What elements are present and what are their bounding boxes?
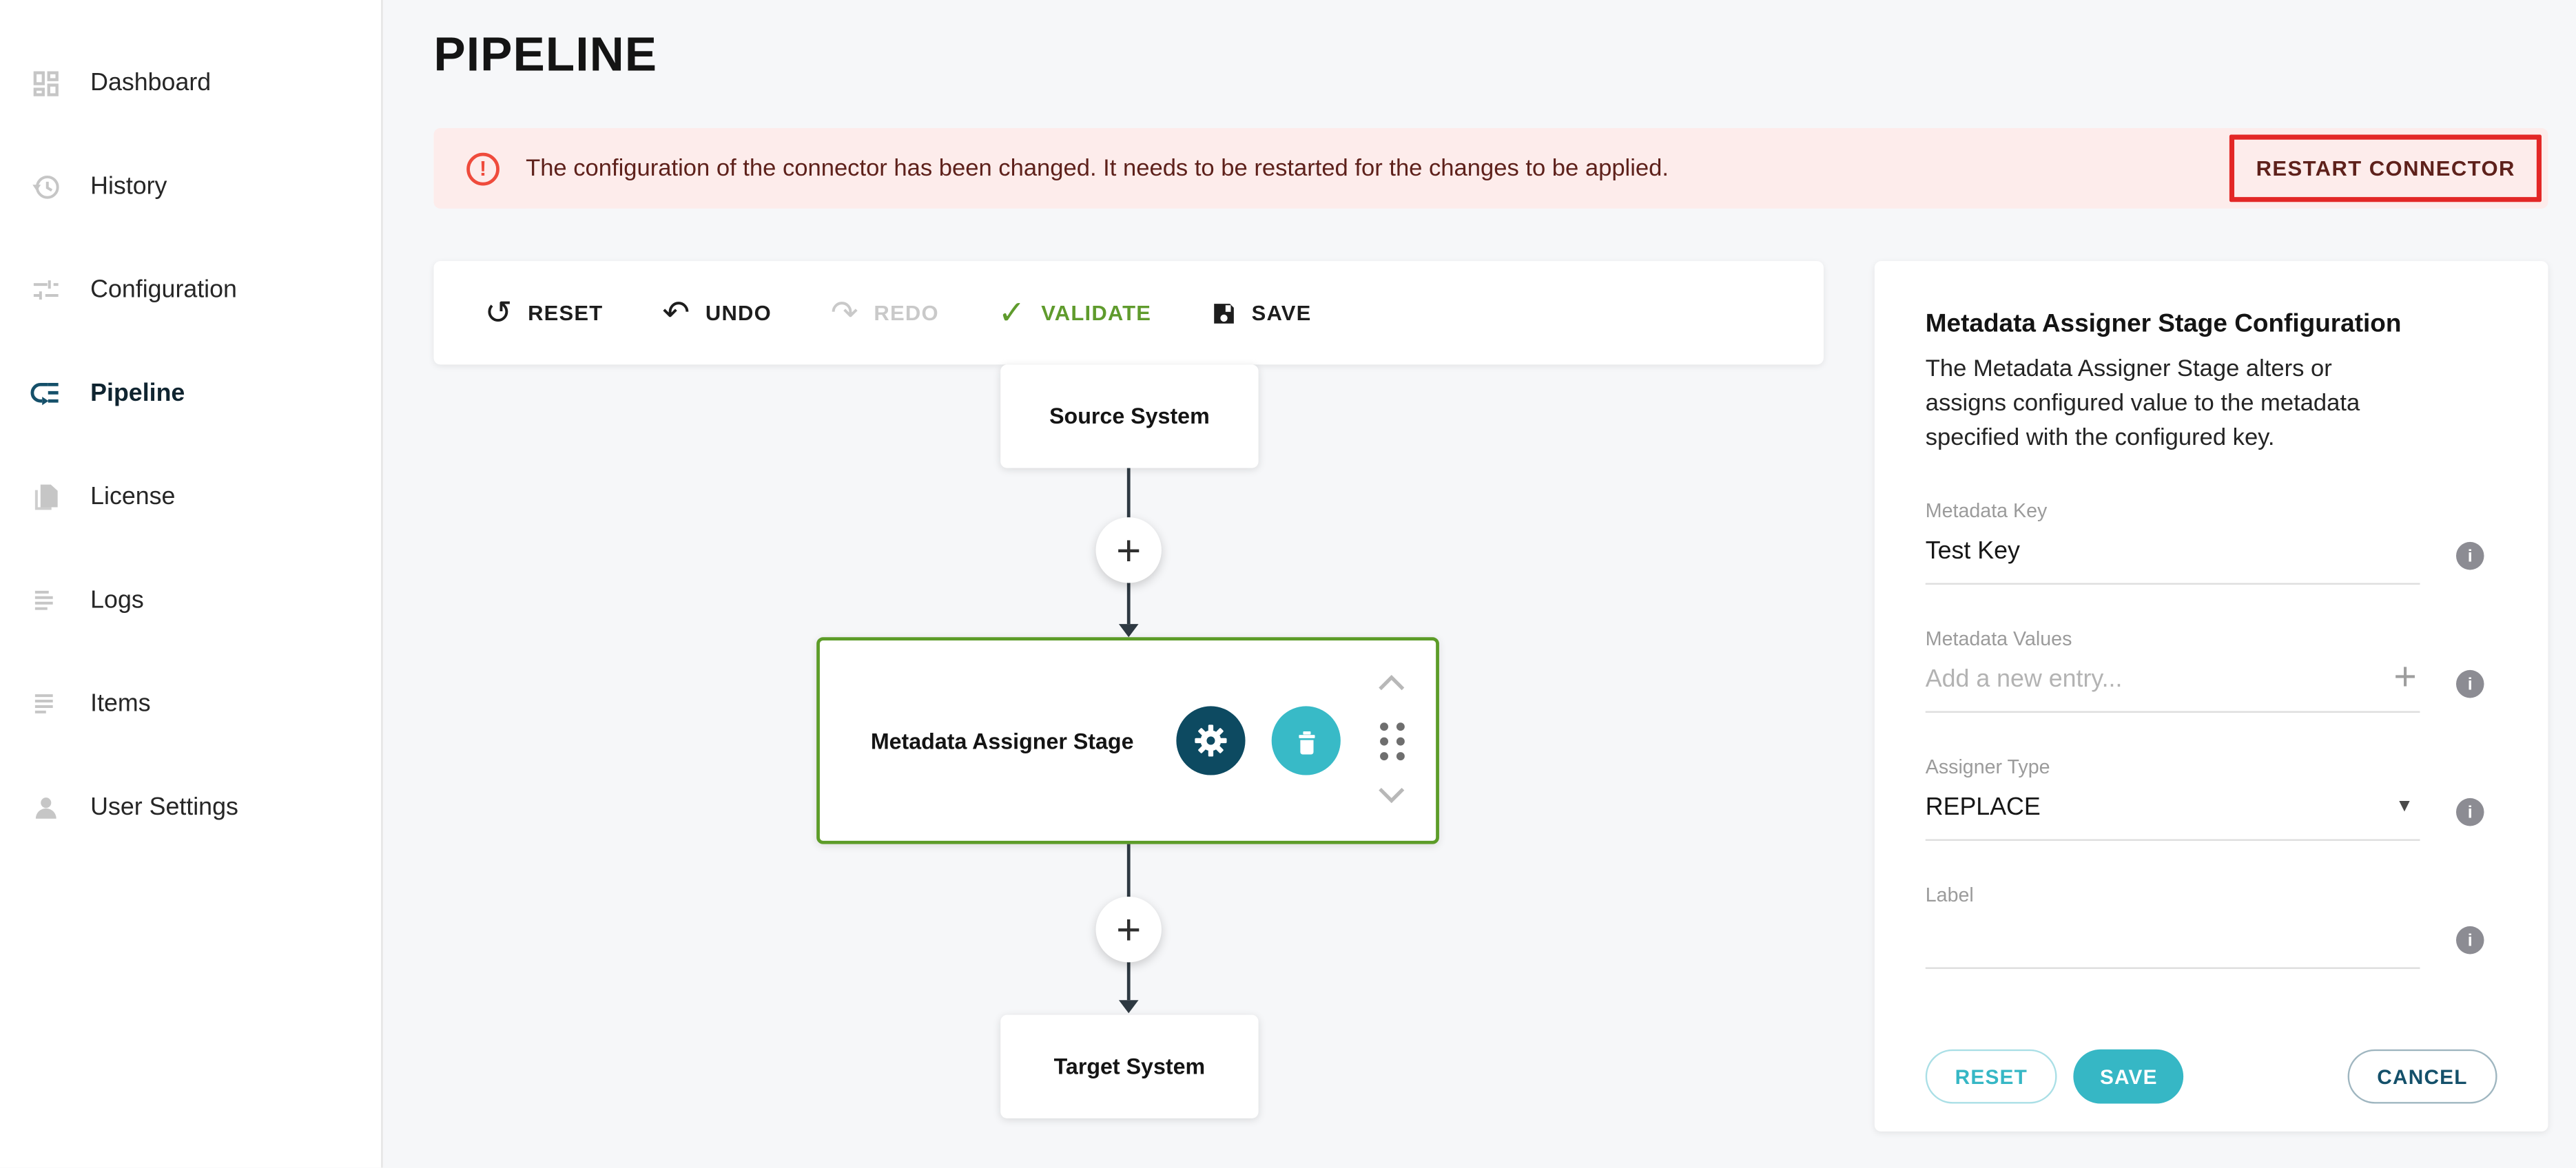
- assigner-type-field: Assigner Type REPLACE ▼ i: [1925, 755, 2497, 841]
- metadata-key-field: Metadata Key Test Key i: [1925, 499, 2497, 585]
- validate-button[interactable]: ✓ VALIDATE: [998, 296, 1152, 329]
- panel-title: Metadata Assigner Stage Configuration: [1925, 310, 2402, 339]
- sidebar-item-label: Dashboard: [90, 69, 212, 97]
- label-field: Label i: [1925, 883, 2497, 969]
- sidebar-item-label: Configuration: [90, 275, 237, 304]
- undo-icon: ↶: [662, 295, 691, 331]
- panel-description: The Metadata Assigner Stage alters or as…: [1925, 356, 2360, 452]
- info-icon[interactable]: i: [2455, 669, 2484, 698]
- label-field-label: Label: [1925, 883, 1974, 907]
- trash-icon: [1290, 725, 1321, 756]
- license-icon: [30, 480, 63, 513]
- sidebar-item-label: License: [90, 483, 176, 511]
- restart-alert-banner: ! The configuration of the connector has…: [433, 127, 2548, 209]
- plus-icon: +: [1116, 524, 1142, 574]
- add-stage-button-bottom[interactable]: +: [1095, 896, 1162, 963]
- metadata-key-value: Test Key: [1925, 536, 2020, 565]
- items-icon: [30, 687, 63, 720]
- stage-label: Metadata Assigner Stage: [870, 728, 1134, 753]
- user-icon: [30, 791, 63, 824]
- add-stage-button-top[interactable]: +: [1095, 517, 1162, 583]
- validate-label: VALIDATE: [1041, 300, 1152, 326]
- panel-reset-button[interactable]: RESET: [1925, 1049, 2057, 1104]
- sidebar-item-pipeline[interactable]: Pipeline: [0, 342, 381, 445]
- sidebar-item-logs[interactable]: Logs: [0, 548, 381, 651]
- info-icon[interactable]: i: [2455, 797, 2484, 826]
- assigner-type-value: REPLACE: [1925, 792, 2041, 821]
- redo-label: REDO: [874, 300, 939, 326]
- redo-icon: ↷: [830, 295, 859, 331]
- sidebar-item-configuration[interactable]: Configuration: [0, 238, 381, 342]
- reset-label: RESET: [528, 300, 604, 326]
- sidebar-item-label: Pipeline: [90, 379, 185, 408]
- dashboard-icon: [30, 67, 63, 100]
- sidebar-item-user-settings[interactable]: User Settings: [0, 755, 381, 859]
- alert-message: The configuration of the connector has b…: [526, 155, 1669, 182]
- check-icon: ✓: [998, 295, 1027, 331]
- alert-exclamation-icon: !: [466, 152, 499, 185]
- undo-button[interactable]: ↶ UNDO: [662, 296, 772, 329]
- assigner-type-label: Assigner Type: [1925, 755, 2050, 779]
- reset-button[interactable]: ↺ RESET: [484, 296, 603, 329]
- arrowhead-icon: [1118, 1000, 1139, 1014]
- sidebar-item-items[interactable]: Items: [0, 652, 381, 755]
- chevron-down-icon[interactable]: [1377, 782, 1406, 811]
- sidebar-item-label: User Settings: [90, 793, 238, 822]
- sidebar-item-history[interactable]: History: [0, 135, 381, 238]
- restart-connector-button[interactable]: RESTART CONNECTOR: [2229, 134, 2542, 202]
- stage-delete-button[interactable]: [1271, 706, 1341, 775]
- source-system-node[interactable]: Source System: [1000, 364, 1259, 468]
- undo-label: UNDO: [705, 300, 772, 326]
- pipeline-column: ↺ RESET ↶ UNDO ↷ REDO ✓ VALIDATE: [433, 261, 1824, 1118]
- logs-icon: [30, 584, 63, 617]
- metadata-values-label: Metadata Values: [1925, 627, 2072, 651]
- stage-reorder-controls: [1377, 670, 1406, 811]
- save-floppy-icon: [1210, 300, 1237, 326]
- redo-button[interactable]: ↷ REDO: [831, 296, 939, 329]
- plus-icon: +: [1116, 904, 1142, 954]
- history-icon: [30, 170, 63, 203]
- sidebar: Dashboard History Configuration Pipeline…: [0, 0, 383, 1168]
- sidebar-item-label: Logs: [90, 586, 144, 614]
- save-button[interactable]: SAVE: [1210, 300, 1312, 326]
- reset-icon: ↺: [484, 295, 513, 331]
- chevron-down-icon[interactable]: ▼: [2395, 796, 2413, 817]
- metadata-key-label: Metadata Key: [1925, 499, 2048, 523]
- arrowhead-icon: [1118, 624, 1139, 638]
- pipeline-icon: [30, 377, 63, 410]
- content-columns: ↺ RESET ↶ UNDO ↷ REDO ✓ VALIDATE: [433, 261, 2548, 1132]
- save-label: SAVE: [1251, 300, 1312, 326]
- target-system-node[interactable]: Target System: [1000, 1014, 1259, 1118]
- source-system-label: Source System: [1049, 404, 1210, 429]
- metadata-values-field: Metadata Values + i: [1925, 627, 2497, 713]
- panel-save-button[interactable]: SAVE: [2073, 1049, 2184, 1104]
- label-input[interactable]: [1925, 906, 2420, 969]
- metadata-key-input[interactable]: Test Key: [1925, 522, 2420, 585]
- main-area: PIPELINE ! The configuration of the conn…: [383, 0, 2576, 1167]
- stage-configuration-panel: Metadata Assigner Stage Configuration Th…: [1874, 261, 2548, 1132]
- sidebar-item-label: History: [90, 172, 167, 200]
- assigner-type-select[interactable]: REPLACE ▼: [1925, 778, 2420, 841]
- sidebar-item-license[interactable]: License: [0, 445, 381, 548]
- metadata-values-input[interactable]: [1925, 664, 2391, 693]
- add-entry-plus-icon[interactable]: +: [2393, 656, 2417, 700]
- panel-cancel-button[interactable]: CANCEL: [2347, 1049, 2497, 1104]
- panel-footer: RESET SAVE CANCEL: [1925, 1049, 2497, 1104]
- stage-configure-button[interactable]: [1176, 706, 1246, 775]
- page-title: PIPELINE: [433, 29, 658, 83]
- pipeline-diagram: Source System + Metadata Assigner Stage: [434, 364, 1824, 1118]
- drag-handle-icon[interactable]: [1379, 722, 1404, 760]
- chevron-up-icon[interactable]: [1377, 670, 1406, 700]
- pipeline-toolbar: ↺ RESET ↶ UNDO ↷ REDO ✓ VALIDATE: [433, 261, 1824, 365]
- sliders-icon: [30, 273, 63, 306]
- sidebar-item-dashboard[interactable]: Dashboard: [0, 31, 381, 134]
- info-icon[interactable]: i: [2455, 541, 2484, 570]
- info-icon[interactable]: i: [2455, 926, 2484, 955]
- target-system-label: Target System: [1053, 1054, 1206, 1079]
- sidebar-item-label: Items: [90, 689, 151, 718]
- metadata-assigner-stage-node[interactable]: Metadata Assigner Stage: [816, 637, 1439, 844]
- gear-icon: [1193, 722, 1228, 758]
